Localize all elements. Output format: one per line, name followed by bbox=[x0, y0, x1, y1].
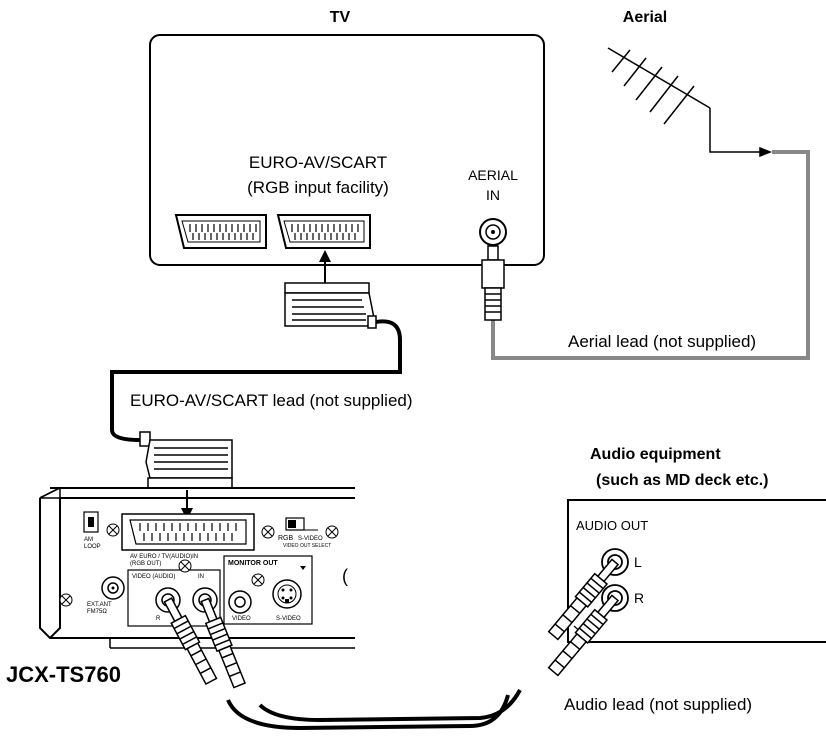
audio-out-label: AUDIO OUT bbox=[576, 518, 648, 533]
svg-text:S-VIDEO: S-VIDEO bbox=[298, 536, 323, 542]
am-loop-terminal: AM LOOP bbox=[83, 511, 101, 550]
svg-text:(: ( bbox=[342, 566, 348, 586]
audio-equipment-title-line2: (such as MD deck etc.) bbox=[596, 472, 769, 489]
device-model: JCX-TS760 bbox=[6, 662, 121, 687]
scart-plug-top bbox=[284, 282, 377, 329]
audio-out-r-label: R bbox=[634, 590, 644, 606]
device: JCX-TS760 AM LOOP AV EURO / TV(AUDIO)IN bbox=[6, 486, 355, 687]
tv-body bbox=[149, 34, 545, 266]
svg-text:AV EURO / TV(AUDIO)IN: AV EURO / TV(AUDIO)IN bbox=[130, 554, 198, 560]
scart-lead: EURO-AV/SCART lead (not supplied) bbox=[110, 250, 413, 520]
aerial-antenna-icon bbox=[607, 47, 773, 158]
svg-text:S-VIDEO: S-VIDEO bbox=[276, 616, 301, 622]
tv-title: TV bbox=[330, 9, 351, 26]
svg-text:VIDEO (AUDIO): VIDEO (AUDIO) bbox=[132, 574, 175, 580]
tv-scart-socket-1 bbox=[174, 214, 267, 249]
svg-text:AM: AM bbox=[84, 537, 93, 543]
svg-text:(RGB OUT): (RGB OUT) bbox=[130, 561, 161, 567]
audio-out-l-label: L bbox=[634, 554, 642, 570]
audio-plug-device-l bbox=[200, 597, 247, 689]
scart-lead-label: EURO-AV/SCART lead (not supplied) bbox=[130, 391, 413, 410]
svg-text:MONITOR OUT: MONITOR OUT bbox=[228, 560, 278, 567]
aerial-plug bbox=[481, 245, 505, 321]
svg-text:R: R bbox=[156, 616, 161, 622]
scart-cable bbox=[110, 319, 402, 442]
audio-plug-equipment-l bbox=[547, 558, 620, 641]
aerial-lead-label: Aerial lead (not supplied) bbox=[568, 332, 756, 351]
tv: TV EURO-AV/SCART (RGB input facility) AE… bbox=[149, 9, 545, 266]
audio-equipment-body bbox=[567, 499, 826, 643]
video-out-select-switch: RGB S-VIDEO VIDEO OUT SELECT bbox=[261, 517, 339, 549]
svg-text:VIDEO OUT SELECT: VIDEO OUT SELECT bbox=[283, 543, 331, 549]
svg-text:FM75Ω: FM75Ω bbox=[87, 609, 107, 615]
device-scart-socket: AV EURO / TV(AUDIO)IN (RGB OUT) bbox=[121, 513, 255, 567]
tv-scart-label-line1: EURO-AV/SCART bbox=[249, 153, 387, 172]
audio-plug-equipment-r bbox=[547, 594, 620, 677]
device-body bbox=[39, 487, 355, 639]
aerial-lead bbox=[491, 150, 810, 360]
audio-lead-label: Audio lead (not supplied) bbox=[564, 695, 752, 714]
audio-equipment-title-line1: Audio equipment bbox=[590, 446, 721, 463]
tv-aerial-in-socket bbox=[479, 218, 507, 246]
svg-text:LOOP: LOOP bbox=[84, 544, 101, 550]
svg-text:EXT.ANT: EXT.ANT bbox=[87, 602, 112, 608]
monitor-out-panel: MONITOR OUT VIDEO S-VIDEO bbox=[223, 555, 313, 625]
aerial-title: Aerial bbox=[623, 9, 667, 26]
tv-aerial-in-line2: IN bbox=[486, 187, 500, 203]
audio-lead bbox=[163, 558, 620, 731]
svg-text:RGB: RGB bbox=[278, 535, 294, 542]
audio-equipment: Audio equipment (such as MD deck etc.) A… bbox=[564, 446, 826, 714]
tv-scart-socket-2 bbox=[276, 214, 371, 249]
scart-plug-bottom bbox=[139, 431, 233, 489]
svg-text:VIDEO: VIDEO bbox=[232, 616, 251, 622]
audio-plug-device-r bbox=[163, 597, 218, 686]
tv-scart-label-line2: (RGB input facility) bbox=[247, 178, 389, 197]
ext-ant-socket: EXT.ANT FM75Ω bbox=[87, 576, 125, 615]
aerial: Aerial Aerial lead (not supplied) bbox=[481, 9, 810, 360]
tv-aerial-in-line1: AERIAL bbox=[468, 167, 518, 183]
svg-text:IN: IN bbox=[198, 574, 204, 580]
